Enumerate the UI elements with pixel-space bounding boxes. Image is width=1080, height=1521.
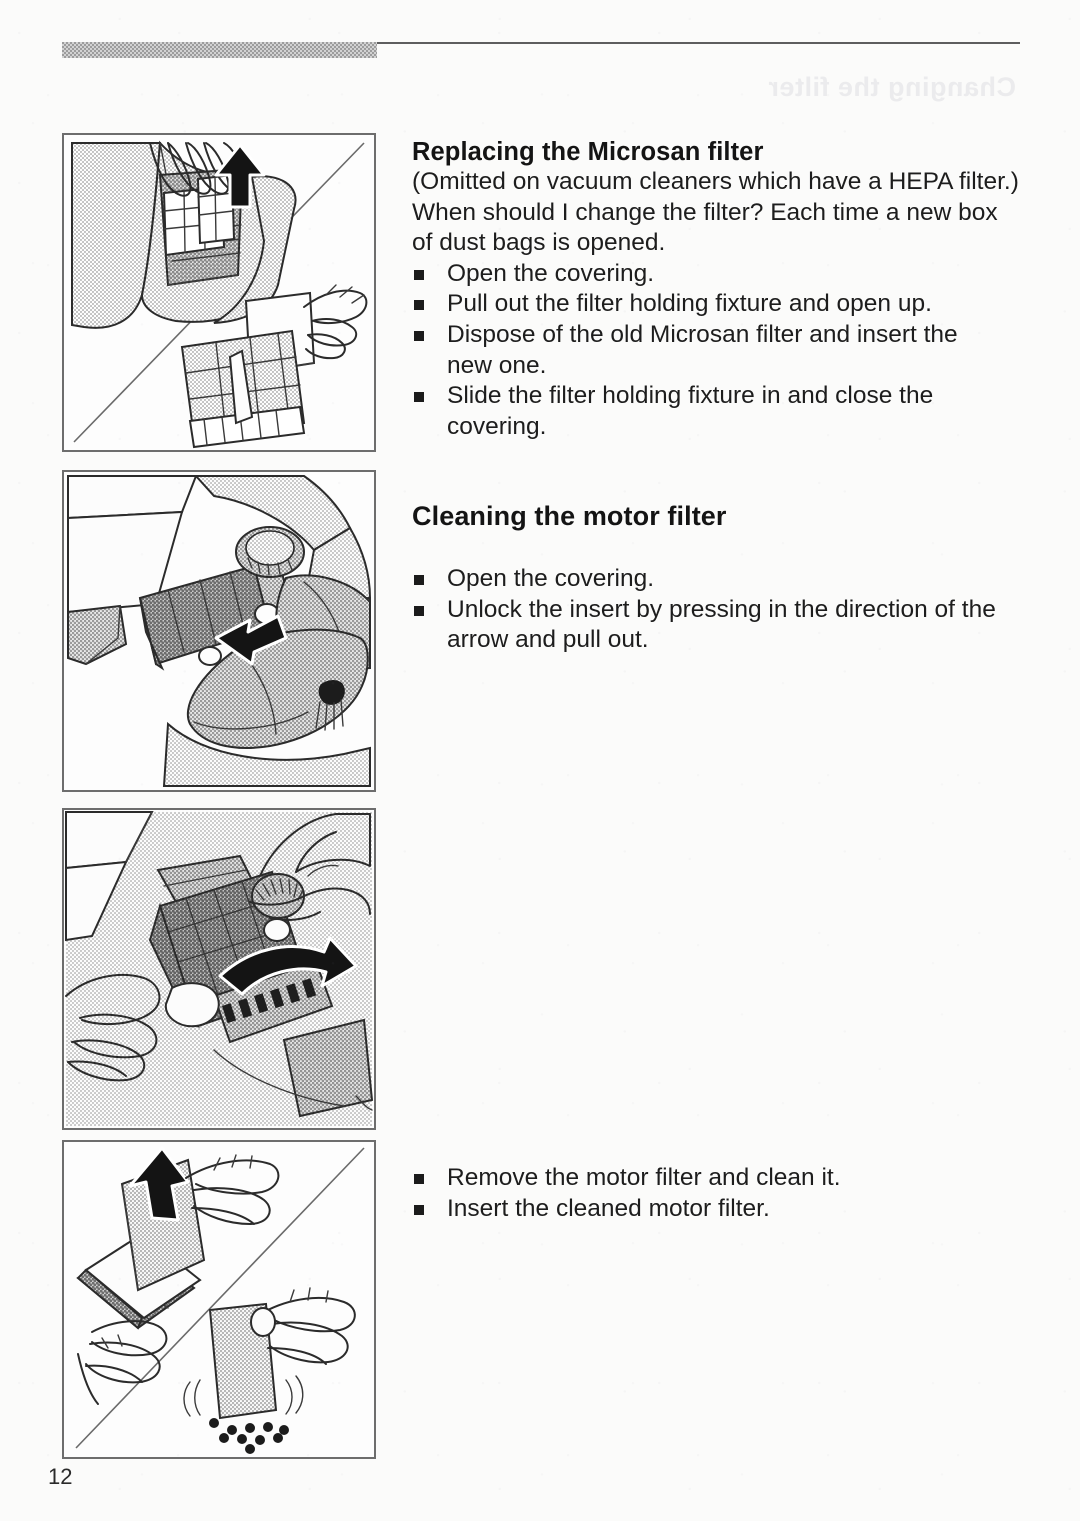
step-text: Unlock the insert by pressing in the dir… — [447, 595, 996, 623]
section-1-intro-line-1: (Omitted on vacuum cleaners which have a… — [412, 168, 1019, 195]
step-text: Remove the motor filter and clean it. — [447, 1164, 841, 1191]
section-2-step-list: Open the covering. Unlock the insert by … — [412, 564, 1030, 656]
bleed-through-ghost-text: Changing the filter — [768, 72, 1016, 102]
section-1-intro-line-2: When should I change the filter? Each ti… — [412, 198, 998, 226]
illustration-panel-remove-and-clean-motor-filter — [62, 1140, 376, 1459]
list-item: Remove the motor filter and clean it. — [412, 1163, 1030, 1194]
illustration-panel-unlock-insert — [62, 470, 376, 792]
step-text-continued: new one. — [447, 351, 547, 379]
panel-4-drawing — [75, 1146, 365, 1454]
list-item: Unlock the insert by pressing in the dir… — [412, 595, 1030, 656]
section-1-heading: Replacing the Microsan filter — [412, 138, 764, 166]
list-item: Slide the filter holding fixture in and … — [412, 381, 1030, 442]
section-motor-filter-final-steps: Remove the motor filter and clean it. In… — [412, 1163, 1030, 1224]
dust-particles — [209, 1418, 289, 1454]
square-bullet-icon — [414, 1204, 424, 1215]
step-text: Slide the filter holding fixture in and … — [447, 382, 934, 410]
square-bullet-icon — [414, 1174, 424, 1184]
square-bullet-icon — [414, 300, 424, 311]
section-1-intro-line-3: of dust bags is opened. — [412, 229, 666, 257]
square-bullet-icon — [414, 575, 424, 585]
section-3-step-list: Remove the motor filter and clean it. In… — [412, 1163, 1030, 1224]
step-text-continued: arrow and pull out. — [447, 626, 649, 654]
page-number: 12 — [48, 1464, 73, 1489]
step-text: Pull out the filter holding fixture and … — [447, 290, 932, 318]
step-text: Open the covering. — [447, 565, 655, 592]
list-item: Dispose of the old Microsan filter and i… — [412, 320, 1030, 381]
section-motor-filter: Cleaning the motor filter Open the cover… — [412, 501, 1030, 656]
panel-3-drawing — [65, 811, 374, 1126]
step-text: Open the covering. — [447, 259, 655, 287]
section-microsan-filter: Replacing the Microsan filter (Omitted o… — [412, 138, 1030, 442]
list-item: Pull out the filter holding fixture and … — [412, 289, 1030, 320]
list-item: Insert the cleaned motor filter. — [412, 1194, 1030, 1225]
header-rule — [62, 42, 1020, 44]
step-text: Insert the cleaned motor filter. — [447, 1194, 770, 1222]
panel-2-drawing — [67, 475, 372, 787]
panel-1-drawing — [71, 140, 368, 449]
header-accent-bar — [62, 42, 377, 58]
square-bullet-icon — [414, 605, 424, 616]
step-text: Dispose of the old Microsan filter and i… — [447, 320, 958, 348]
step-text-continued: covering. — [447, 412, 547, 440]
section-1-step-list: Open the covering. Pull out the filter h… — [412, 259, 1030, 443]
illustration-panel-microsan-filter-removal — [62, 133, 376, 452]
section-2-heading: Cleaning the motor filter — [412, 501, 727, 531]
square-bullet-icon — [414, 269, 424, 280]
square-bullet-icon — [414, 330, 424, 341]
square-bullet-icon — [414, 392, 424, 403]
list-item: Open the covering. — [412, 259, 1030, 290]
list-item: Open the covering. — [412, 564, 1030, 595]
illustration-panel-pull-out-insert — [62, 808, 376, 1130]
